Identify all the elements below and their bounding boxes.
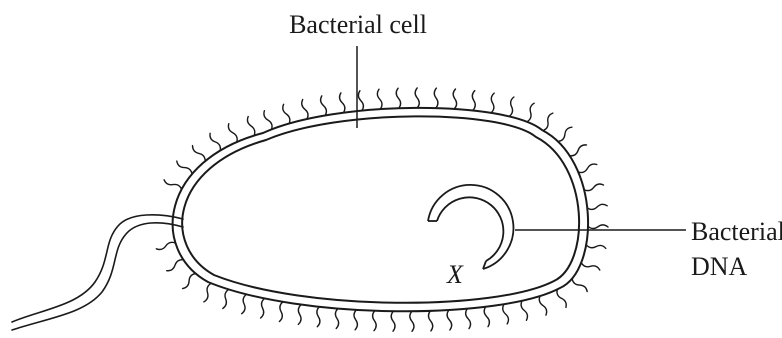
pilus — [503, 304, 509, 324]
pilus — [164, 180, 182, 190]
cell-label: Bacterial cell — [289, 10, 427, 39]
pilus — [358, 91, 363, 111]
dna-label-line2: DNA — [691, 252, 748, 281]
pilus — [302, 100, 308, 120]
pilus — [193, 146, 206, 162]
pilus — [521, 301, 527, 321]
pilus — [415, 88, 419, 108]
pilus — [317, 307, 320, 327]
pilus — [466, 309, 471, 329]
pilus — [484, 307, 489, 327]
pilus — [410, 311, 414, 331]
pilus — [283, 104, 290, 123]
pilus — [298, 305, 301, 325]
pilus — [586, 245, 606, 249]
pilus — [354, 310, 357, 330]
cell-wall-outer — [173, 108, 588, 311]
pilus — [558, 127, 572, 141]
pilus — [434, 88, 438, 108]
pilus — [321, 96, 327, 116]
pilus — [543, 113, 553, 131]
pilus — [428, 311, 432, 331]
pilus — [210, 133, 220, 150]
pilus — [570, 145, 587, 156]
pilus — [447, 310, 452, 330]
pilus — [183, 274, 196, 289]
pilus — [228, 124, 237, 142]
pilus — [396, 88, 400, 108]
pilus — [264, 111, 272, 130]
pilus — [491, 93, 494, 113]
x-marker-label: X — [446, 260, 464, 289]
pilus — [584, 184, 603, 191]
pilus — [261, 298, 265, 318]
bacterial-dna-ring — [428, 185, 513, 269]
pilus — [377, 89, 382, 109]
pilus — [373, 311, 377, 331]
pili-group — [156, 88, 608, 331]
pilus — [223, 289, 229, 308]
pilus — [578, 164, 597, 172]
pilus — [279, 302, 282, 322]
pilus — [204, 283, 211, 302]
pilus — [242, 294, 247, 313]
pilus — [539, 296, 546, 315]
pilus — [453, 89, 456, 109]
pilus — [156, 242, 175, 249]
pilus — [391, 311, 395, 331]
cell-membrane-inner — [182, 116, 579, 302]
pilus — [177, 161, 192, 174]
pilus — [509, 97, 514, 116]
pilus — [472, 91, 475, 111]
dna-label-line1: Bacterial — [691, 217, 782, 246]
pilus — [572, 279, 587, 292]
pilus — [335, 309, 338, 329]
pilus — [340, 93, 345, 113]
pilus — [581, 263, 600, 270]
pilus — [167, 260, 184, 271]
pilus — [587, 204, 607, 209]
pilus — [588, 225, 608, 229]
pilus — [557, 289, 566, 307]
flagellum — [12, 215, 183, 330]
pilus — [527, 103, 534, 122]
pilus — [247, 117, 254, 136]
